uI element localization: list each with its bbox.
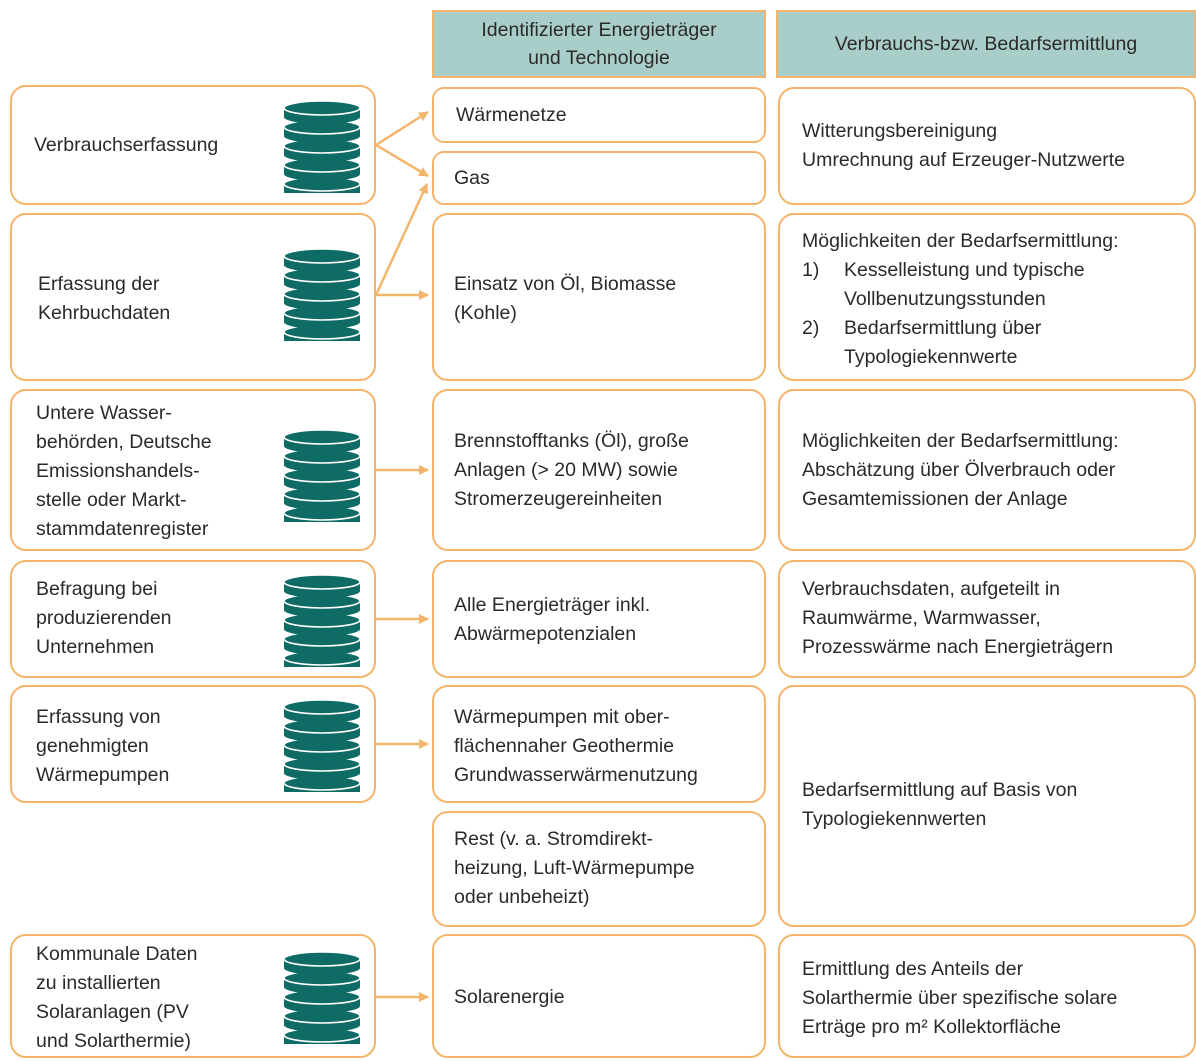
header-demand-method-text: Verbrauchs-bzw. Bedarfsermittlung [834,33,1138,55]
source-label: Kommunale Daten zu installierten Solaran… [36,943,198,1052]
carrier-label: Brennstofftanks (Öl), große Anlagen (> 2… [454,430,689,510]
carrier-label: Einsatz von Öl, Biomasse (Kohle) [454,273,677,324]
method-box-weather-correction: Witterungsbereinigung Umrechnung auf Erz… [778,87,1196,205]
header-demand-method: Verbrauchs-bzw. Bedarfsermittlung [776,10,1196,78]
method-text: Bedarfsermittlung auf Basis von Typologi… [802,779,1078,830]
carrier-box-district-heating: Wärmenetze [432,87,766,143]
carrier-box-oil-biomass: Einsatz von Öl, Biomasse (Kohle) [432,213,766,381]
carrier-box-all-carriers: Alle Energieträger inkl. Abwärmepotenzia… [432,560,766,678]
source-box-solar: Kommunale Daten zu installierten Solaran… [10,934,376,1058]
carrier-label: Rest (v. a. Stromdirekt- heizung, Luft-W… [454,828,695,908]
method-box-solar-yield: Ermittlung des Anteils der Solarthermie … [778,934,1196,1058]
database-icon [283,699,361,792]
carrier-box-rest: Rest (v. a. Stromdirekt- heizung, Luft-W… [432,811,766,927]
list-number: 2) [802,317,820,339]
source-box-heat-pumps: Erfassung von genehmigten Wärmepumpen [10,685,376,803]
source-label: Verbrauchserfassung [34,134,219,156]
carrier-box-heat-pumps: Wärmepumpen mit ober- flächennaher Geoth… [432,685,766,803]
arrow-consumption-to-district-heating [375,110,429,147]
database-icon [283,248,361,341]
source-box-consumption: Verbrauchserfassung [10,85,376,205]
header-energy-carrier-text: Identifizierter Energieträger und Techno… [481,19,717,69]
database-icon [283,100,361,193]
method-text: Witterungsbereinigung Umrechnung auf Erz… [802,120,1125,171]
database-icon [283,429,361,522]
arrow-chimney-to-gas [374,183,429,296]
carrier-box-fuel-tanks: Brennstofftanks (Öl), große Anlagen (> 2… [432,389,766,551]
list-number: 1) [802,259,820,281]
method-box-typology: Bedarfsermittlung auf Basis von Typologi… [778,685,1196,927]
source-label: Untere Wasser- behörden, Deutsche Emissi… [36,402,212,540]
method-box-demand-options: Möglichkeiten der Bedarfsermittlung: 1) … [778,213,1196,381]
carrier-label: Alle Energieträger inkl. Abwärmepotenzia… [454,594,651,645]
source-label: Erfassung von genehmigten Wärmepumpen [36,706,170,786]
carrier-label: Solarenergie [454,986,565,1008]
source-box-survey: Befragung bei produzierenden Unternehmen [10,560,376,678]
method-list-item: 1) Kesselleistung und typische Vollbenut… [802,256,1085,314]
carrier-label: Wärmenetze [456,104,567,126]
carrier-box-gas: Gas [432,151,766,205]
list-text: Kesselleistung und typische Vollbenutzun… [844,259,1085,310]
carrier-label: Wärmepumpen mit ober- flächennaher Geoth… [454,706,698,786]
source-label: Befragung bei produzierenden Unternehmen [36,578,172,658]
database-icon [283,951,361,1044]
source-box-authorities: Untere Wasser- behörden, Deutsche Emissi… [10,389,376,551]
carrier-box-solar: Solarenergie [432,934,766,1058]
list-text: Bedarfsermittlung über Typologiekennwert… [844,317,1042,368]
method-intro: Möglichkeiten der Bedarfsermittlung: [802,230,1119,252]
source-label: Erfassung der Kehrbuchdaten [38,273,171,324]
method-box-oil-estimate: Möglichkeiten der Bedarfsermittlung: Abs… [778,389,1196,551]
header-energy-carrier: Identifizierter Energieträger und Techno… [432,10,766,78]
method-text: Verbrauchsdaten, aufgeteilt in Raumwärme… [802,578,1114,658]
method-list-item: 2) Bedarfsermittlung über Typologiekennw… [802,314,1041,372]
database-icon [283,574,361,667]
source-box-chimney-records: Erfassung der Kehrbuchdaten [10,213,376,381]
arrow-consumption-to-gas [375,143,429,178]
method-text: Möglichkeiten der Bedarfsermittlung: Abs… [802,430,1119,510]
method-text: Ermittlung des Anteils der Solarthermie … [802,958,1118,1038]
method-box-consumption-data: Verbrauchsdaten, aufgeteilt in Raumwärme… [778,560,1196,678]
carrier-label: Gas [454,167,490,189]
